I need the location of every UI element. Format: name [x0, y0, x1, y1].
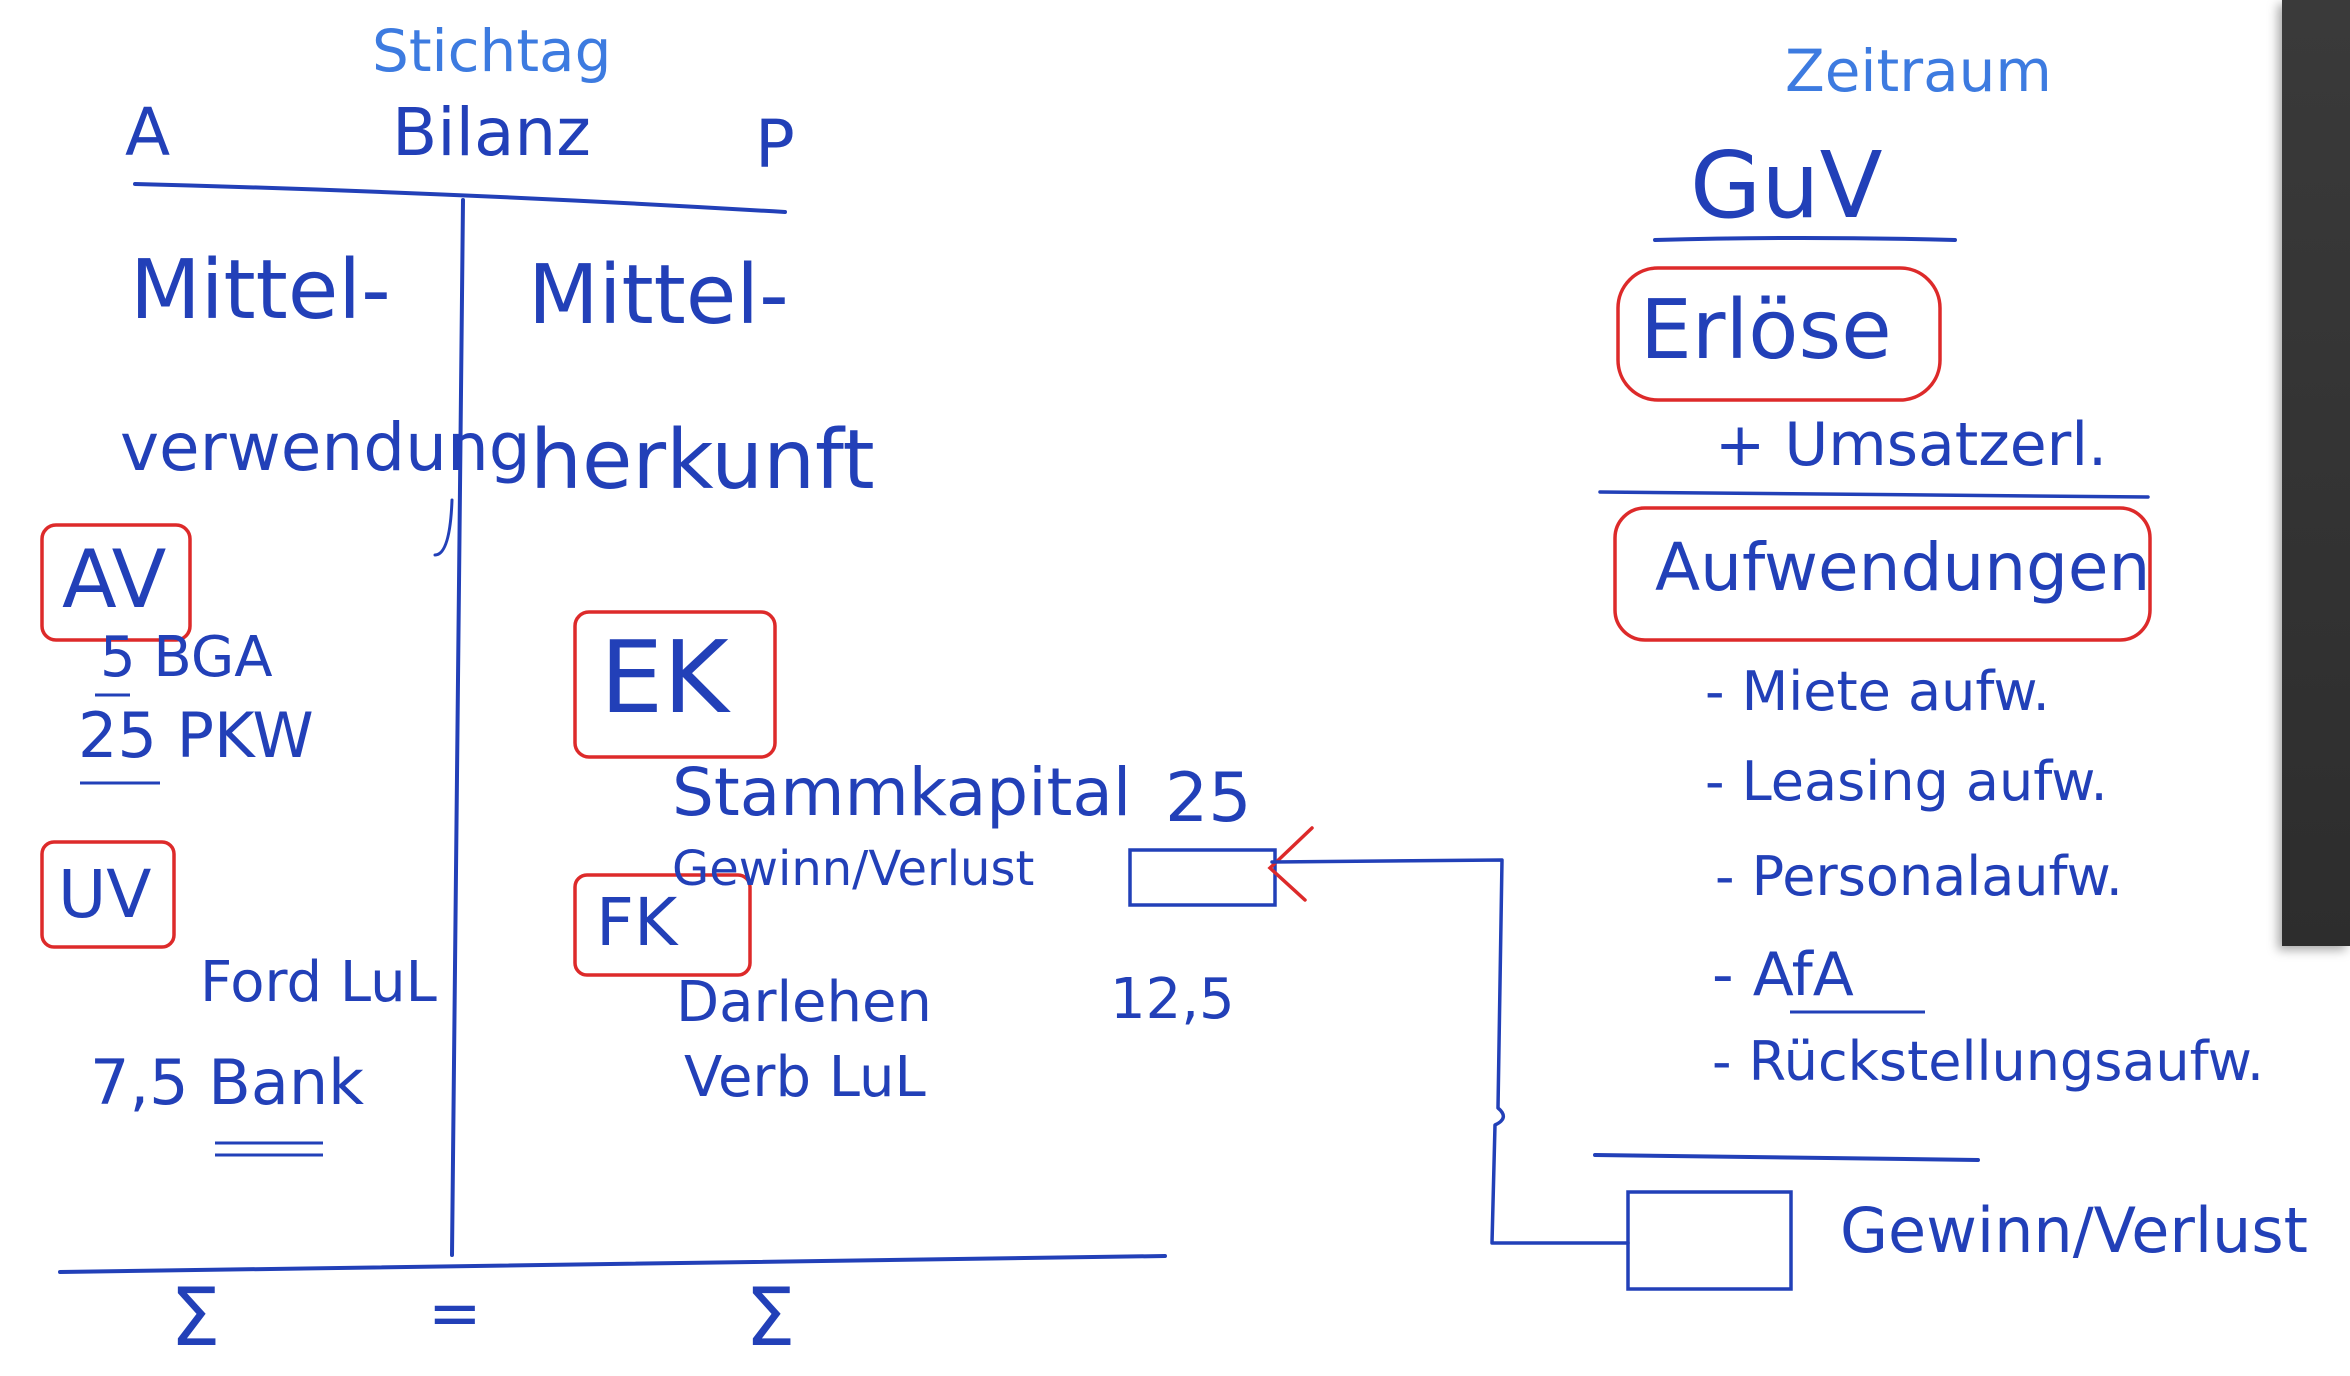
av-label: AV: [62, 533, 167, 626]
ek-item-gewinn-verlust: Gewinn/Verlust: [672, 841, 1035, 897]
aufwendungen-highlight-box: [1613, 506, 2152, 642]
balance-center-line: [450, 198, 465, 1257]
expense-item-leasing: - Leasing aufw.: [1705, 750, 2108, 813]
right-heading-line-2: herkunft: [530, 413, 875, 508]
ek-label: EK: [600, 619, 729, 736]
uv-label: UV: [58, 856, 152, 933]
balance-bottom-line: [58, 1254, 1167, 1274]
uv-item-bank: 7,5 Bank: [90, 1046, 365, 1119]
ek-item-stammkapital: Stammkapital: [672, 754, 1132, 831]
guv-separator-line: [1598, 490, 2150, 499]
av-item-pkw: 25 PKW: [78, 699, 314, 772]
ek-value-stammkapital: 25: [1165, 759, 1252, 838]
guv-result-label: Gewinn/Verlust: [1840, 1194, 2308, 1267]
balance-title: Bilanz: [392, 94, 591, 171]
expense-item-afa: - AfA: [1712, 940, 1854, 1010]
fk-value-darlehen: 12,5: [1110, 967, 1235, 1032]
fk-item-darlehen: Darlehen: [676, 970, 932, 1035]
arrow-head-red: [1267, 826, 1314, 902]
sum-assets-symbol: Σ: [170, 1271, 221, 1364]
liabilities-side-label: P: [755, 106, 795, 183]
left-heading-line-2: verwendung: [120, 409, 531, 486]
ek-highlight-box: [573, 610, 777, 759]
expense-item-provisions: - Rückstellungsaufw.: [1712, 1030, 2265, 1093]
guv-bottom-line: [1593, 1153, 1980, 1162]
fk-item-verb-lul: Verb LuL: [684, 1045, 926, 1110]
revenue-item: + Umsatzerl.: [1715, 410, 2108, 480]
connector-line: [1270, 858, 1630, 1245]
left-heading-line-1: Mittel-: [130, 243, 391, 338]
uv-item-receivables: Ford LuL: [200, 950, 437, 1015]
expense-item-personnel: - Personalaufw.: [1715, 845, 2123, 908]
right-heading-line-1: Mittel-: [528, 248, 789, 343]
erloese-highlight-box: [1616, 266, 1942, 402]
av-highlight-box: [40, 523, 192, 642]
verwendung-hook: [433, 498, 454, 557]
uv-highlight-box: [40, 840, 176, 949]
av-item-bga: 5 BGA: [100, 625, 273, 690]
assets-side-label: A: [125, 94, 171, 171]
guv-top-line: [1653, 236, 1957, 242]
fk-highlight-box: [573, 873, 752, 977]
expense-item-rent: - Miete aufw.: [1705, 660, 2050, 723]
expenses-label: Aufwendungen: [1655, 529, 2151, 606]
guv-result-box: [1626, 1190, 1793, 1291]
balance-date-note: Stichtag: [372, 17, 612, 85]
guv-title: GuV: [1690, 132, 1883, 239]
balance-result-box: [1128, 848, 1277, 907]
balance-top-line: [133, 182, 787, 214]
sum-liabilities-symbol: Σ: [745, 1271, 796, 1364]
fk-label: FK: [596, 884, 678, 961]
guv-period-note: Zeitraum: [1785, 37, 2052, 105]
side-panel: [2282, 0, 2350, 946]
sum-equals-symbol: =: [428, 1277, 482, 1351]
revenue-label: Erlöse: [1640, 283, 1892, 378]
